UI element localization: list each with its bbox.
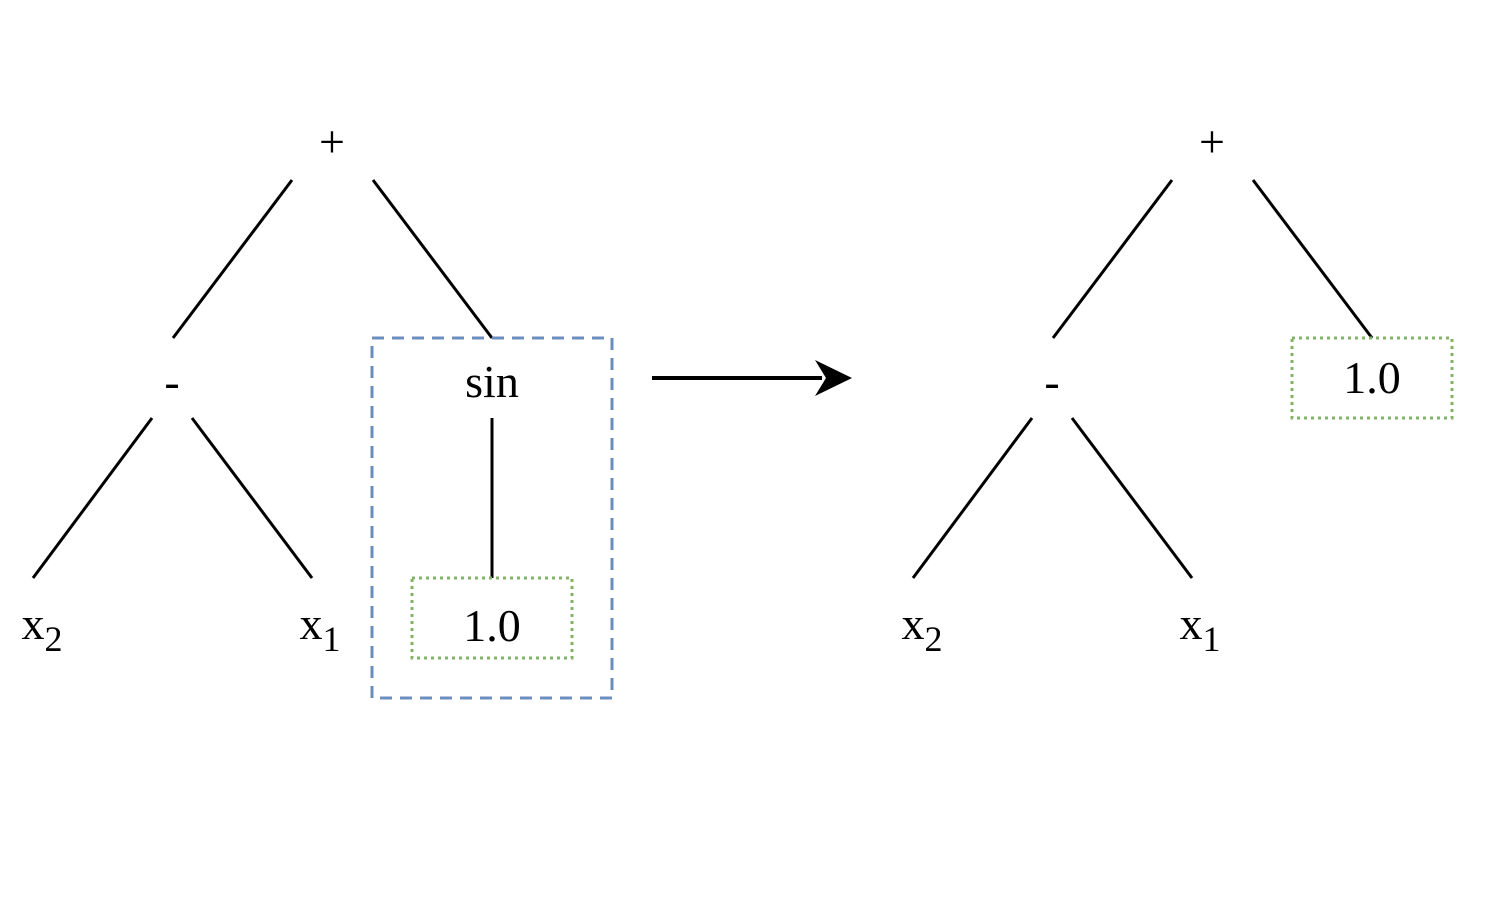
edge-root-to-sin <box>371 179 494 339</box>
after-root-plus: + <box>1199 116 1225 167</box>
removed-subtree-box <box>370 336 614 700</box>
before-sin-node: sin <box>465 356 519 407</box>
arrow-head <box>815 360 852 396</box>
before-constant-value: 1.0 <box>463 600 521 651</box>
edge-minus-to-x2 <box>31 417 154 579</box>
x2-base: x <box>21 598 45 649</box>
edge-root-to-minus <box>171 179 294 339</box>
x2-subscript: 2 <box>44 619 63 659</box>
before-x2-leaf: x2 <box>21 598 63 658</box>
transformation-arrow <box>652 360 852 396</box>
after-minus-node: - <box>1044 356 1060 407</box>
edge-root-to-minus <box>1051 179 1174 339</box>
after-constant-box <box>1290 336 1454 420</box>
x1-base: x <box>299 598 323 649</box>
before-root-plus: + <box>319 116 345 167</box>
before-x1-leaf: x1 <box>299 598 341 658</box>
edge-minus-to-x1 <box>1070 417 1194 579</box>
x2-base: x <box>901 598 925 649</box>
x1-subscript: 1 <box>322 619 341 659</box>
x2-subscript: 2 <box>924 619 943 659</box>
before-minus-node: - <box>164 356 180 407</box>
before-constant-box <box>410 576 574 660</box>
edge-minus-to-x2 <box>911 417 1034 579</box>
x1-subscript: 1 <box>1202 619 1221 659</box>
after-tree-edges <box>911 179 1374 579</box>
x1-base: x <box>1179 598 1203 649</box>
edge-minus-to-x1 <box>190 417 314 579</box>
after-x1-leaf: x1 <box>1179 598 1221 658</box>
before-tree-edges <box>31 179 494 579</box>
edge-root-to-constant <box>1251 179 1374 339</box>
after-constant-value: 1.0 <box>1343 352 1401 403</box>
after-x2-leaf: x2 <box>901 598 943 658</box>
